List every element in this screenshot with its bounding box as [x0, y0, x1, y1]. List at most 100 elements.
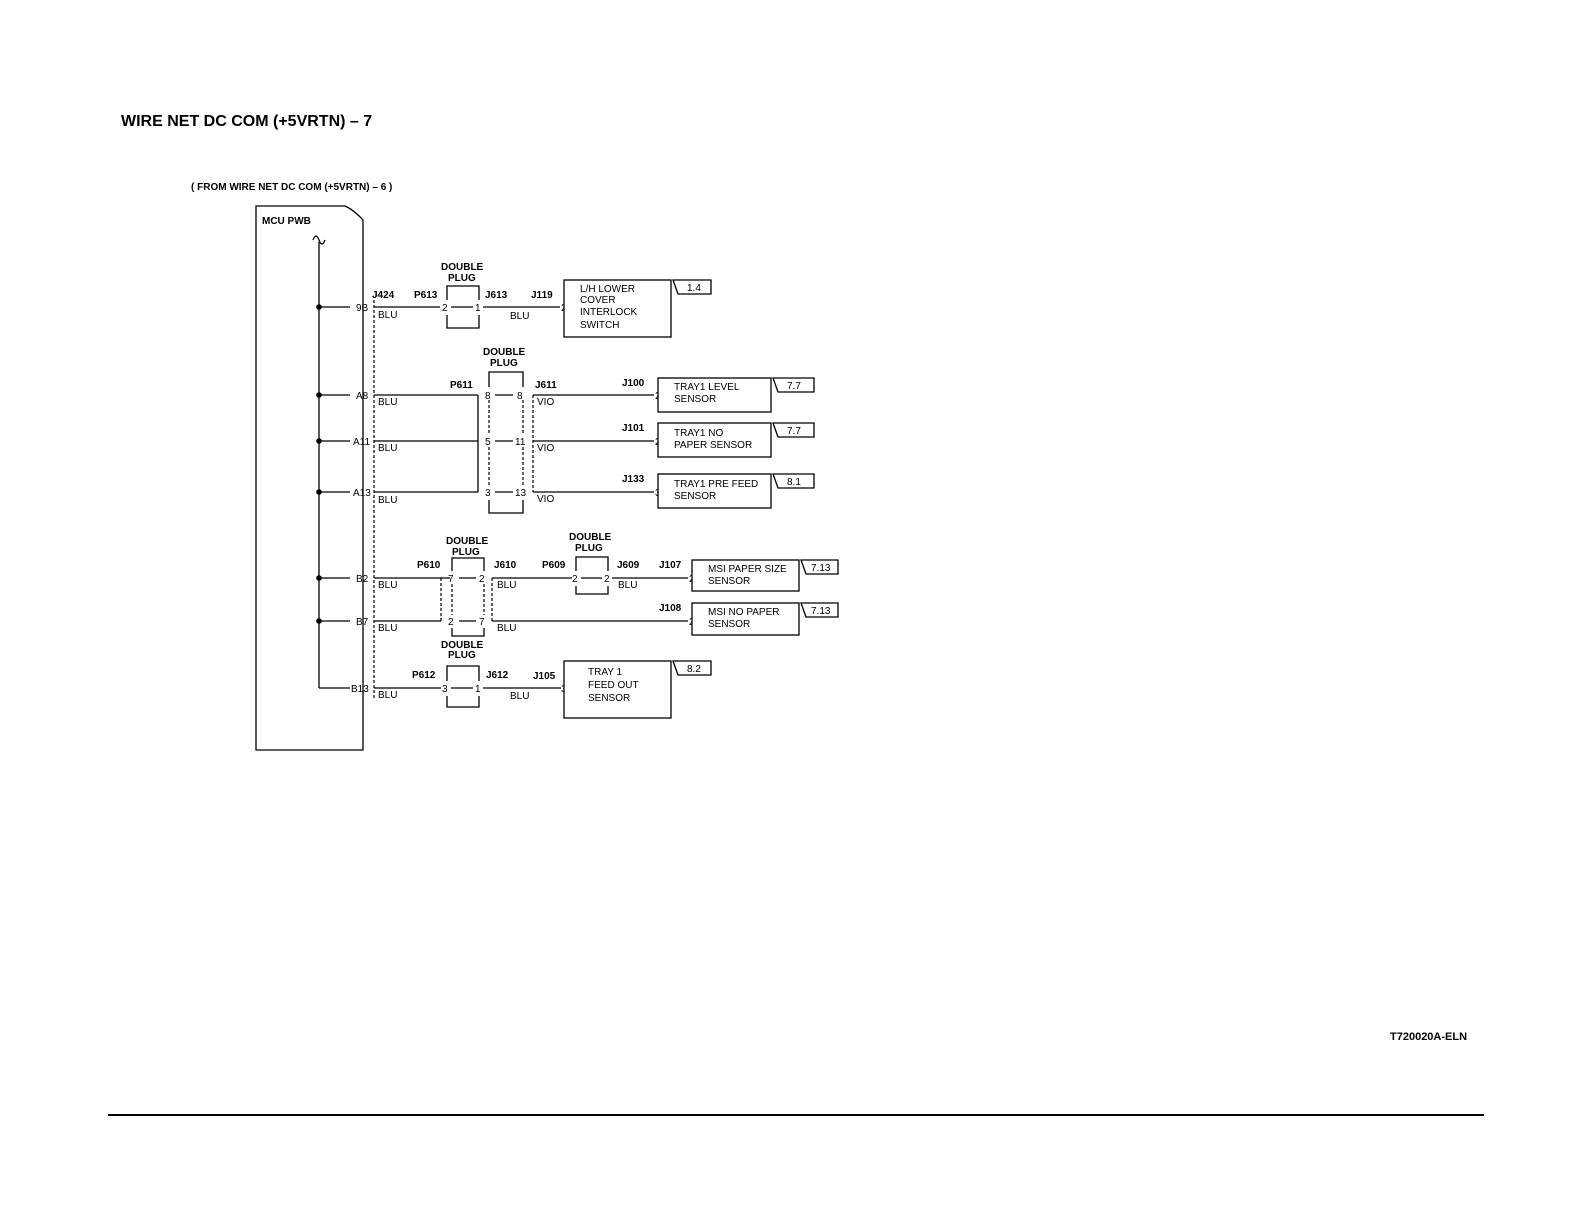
pin-label: A8 — [356, 391, 369, 402]
svg-text:SENSOR: SENSOR — [708, 619, 750, 630]
connector-label: J119 — [531, 290, 553, 301]
plug-label: J613 — [485, 290, 508, 301]
connector-label: J108 — [659, 603, 682, 614]
page-ref-tag — [772, 422, 815, 438]
double-plug-p609 — [575, 556, 609, 595]
page-ref-tag — [672, 279, 712, 295]
svg-text:2: 2 — [604, 574, 610, 585]
svg-text:3: 3 — [442, 684, 448, 695]
double-plug-label: PLUG — [448, 650, 476, 661]
plug-label: P609 — [542, 560, 566, 571]
pin-label: B13 — [351, 684, 369, 695]
double-plug-label: DOUBLE — [441, 640, 484, 651]
component-tray1-feed-out-sensor — [563, 660, 672, 719]
svg-text:SENSOR: SENSOR — [708, 576, 750, 587]
svg-text:8: 8 — [517, 391, 523, 402]
svg-text:2: 2 — [442, 303, 448, 314]
svg-text:MSI PAPER SIZE: MSI PAPER SIZE — [708, 564, 787, 575]
connector-label: J100 — [622, 378, 645, 389]
svg-text:2: 2 — [479, 574, 485, 585]
component-tray1-no-paper-sensor — [657, 422, 772, 458]
wire-color: BLU — [378, 580, 397, 591]
wire-color: VIO — [537, 443, 554, 454]
component-tray1-pre-feed-sensor — [657, 473, 772, 509]
junction-dot — [316, 438, 322, 444]
pin-label: A11 — [353, 437, 370, 448]
plug-label: P611 — [450, 380, 473, 391]
component-msi-paper-size-sensor — [691, 559, 800, 592]
wire-color: BLU — [378, 443, 397, 454]
svg-text:INTERLOCK: INTERLOCK — [580, 307, 638, 318]
junction-dot — [316, 489, 322, 495]
page-ref-tag — [772, 473, 815, 489]
wire-color: VIO — [537, 494, 554, 505]
connector-label: J105 — [533, 671, 556, 682]
wire-color: BLU — [497, 623, 516, 634]
svg-text:13: 13 — [515, 488, 527, 499]
double-plug-p611 — [488, 371, 524, 387]
component-tray1-level-sensor — [657, 377, 772, 413]
junction-dot — [316, 575, 322, 581]
double-plug-label: DOUBLE — [569, 532, 612, 543]
board-label: MCU PWB — [262, 216, 311, 227]
source-note: ( FROM WIRE NET DC COM (+5VRTN) – 6 ) — [191, 182, 392, 193]
pin-label: A13 — [353, 488, 371, 499]
svg-text:SENSOR: SENSOR — [674, 491, 716, 502]
page-title: WIRE NET DC COM (+5VRTN) – 7 — [121, 113, 373, 130]
mcu-pwb-board — [255, 205, 364, 751]
footer-rule — [108, 1114, 1484, 1116]
wire-color: BLU — [378, 310, 397, 321]
svg-text:TRAY1 LEVEL: TRAY1 LEVEL — [674, 382, 740, 393]
svg-text:SWITCH: SWITCH — [580, 320, 619, 331]
svg-text:2: 2 — [448, 617, 454, 628]
svg-text:8.1: 8.1 — [787, 477, 801, 488]
wire-color: BLU — [510, 311, 529, 322]
plug-label: J609 — [617, 560, 640, 571]
plug-label: P612 — [412, 670, 436, 681]
svg-text:L/H LOWER: L/H LOWER — [580, 284, 635, 295]
svg-text:7.13: 7.13 — [811, 563, 831, 574]
junction-dot — [316, 618, 322, 624]
svg-text:PAPER SENSOR: PAPER SENSOR — [674, 440, 752, 451]
svg-text:7: 7 — [448, 574, 454, 585]
svg-text:8.2: 8.2 — [687, 664, 701, 675]
junction-dot — [316, 304, 322, 310]
wire-color: BLU — [497, 580, 516, 591]
svg-text:SENSOR: SENSOR — [588, 693, 630, 704]
pin-label: B7 — [356, 617, 369, 628]
junction-dot — [316, 392, 322, 398]
page-ref-tag — [800, 602, 839, 618]
connector-label: J133 — [622, 474, 645, 485]
component-msi-no-paper-sensor — [691, 602, 800, 636]
svg-text:FEED OUT: FEED OUT — [588, 680, 639, 691]
svg-text:TRAY1 PRE FEED: TRAY1 PRE FEED — [674, 479, 758, 490]
svg-text:1: 1 — [475, 684, 481, 695]
svg-text:MSI NO PAPER: MSI NO PAPER — [708, 607, 780, 618]
pin-label: B2 — [356, 574, 369, 585]
page-ref-tag — [800, 559, 839, 575]
svg-text:11: 11 — [515, 437, 526, 448]
double-plug-label: DOUBLE — [446, 536, 489, 547]
wire-color: VIO — [537, 397, 554, 408]
svg-text:7.7: 7.7 — [787, 426, 801, 437]
svg-text:SENSOR: SENSOR — [674, 394, 716, 405]
svg-text:7: 7 — [479, 617, 485, 628]
double-plug-label: DOUBLE — [441, 262, 484, 273]
plug-label: J610 — [494, 560, 517, 571]
connector-label: J424 — [372, 290, 395, 301]
wire-color: BLU — [378, 495, 397, 506]
wire-color: BLU — [510, 691, 529, 702]
pin-label: 9B — [356, 303, 369, 314]
svg-text:7.7: 7.7 — [787, 381, 801, 392]
figure-id: T720020A-ELN — [1390, 1031, 1468, 1043]
svg-text:8: 8 — [485, 391, 491, 402]
double-plug-label: PLUG — [448, 273, 476, 284]
connector-label: J107 — [659, 560, 682, 571]
svg-text:TRAY 1: TRAY 1 — [588, 667, 623, 678]
svg-text:3: 3 — [485, 488, 491, 499]
svg-text:TRAY1 NO: TRAY1 NO — [674, 428, 723, 439]
double-plug-label: PLUG — [575, 543, 603, 554]
wire-color: BLU — [378, 397, 397, 408]
wire-color: BLU — [378, 623, 397, 634]
